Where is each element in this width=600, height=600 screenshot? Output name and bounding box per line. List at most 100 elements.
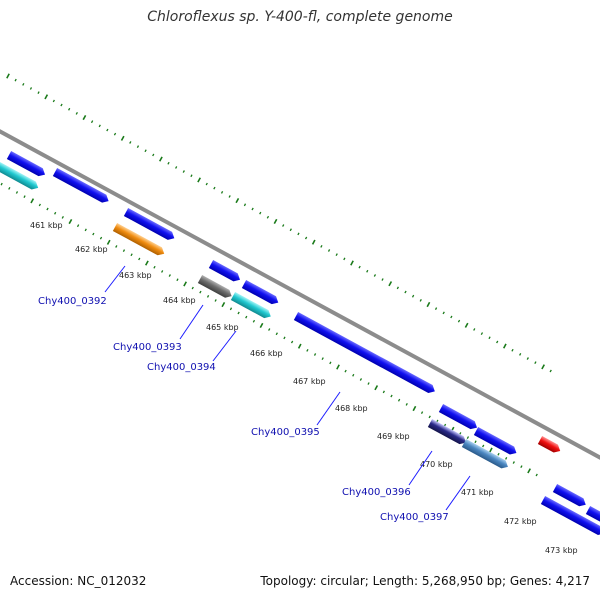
major-tick [541, 364, 546, 370]
major-tick [259, 322, 264, 328]
gene-track [0, 151, 600, 537]
gene-block[interactable] [585, 506, 600, 526]
minor-tick [168, 274, 171, 277]
minor-tick [205, 182, 208, 186]
minor-tick [99, 236, 103, 240]
gene-block[interactable] [293, 312, 437, 395]
minor-tick [359, 378, 363, 381]
gene-block[interactable] [552, 484, 588, 509]
kbp-label: 471 kbp [461, 488, 494, 497]
minor-tick [60, 103, 63, 107]
minor-tick [290, 340, 294, 344]
minor-tick [482, 444, 485, 448]
gene-block[interactable] [473, 427, 519, 457]
major-tick [297, 343, 302, 349]
gene-block[interactable] [208, 260, 242, 284]
minor-tick [237, 311, 240, 315]
gene-label-chy400-0395[interactable]: Chy400_0395 [251, 427, 320, 438]
minor-tick [61, 215, 64, 219]
gene-label-chy400-0393[interactable]: Chy400_0393 [113, 342, 182, 353]
major-tick [374, 385, 379, 391]
major-tick [68, 219, 73, 225]
kbp-label: 472 kbp [504, 517, 537, 526]
minor-tick [335, 253, 338, 257]
minor-tick [442, 311, 445, 315]
kbp-label: 463 kbp [119, 271, 152, 280]
minor-tick [404, 290, 407, 294]
minor-tick [534, 361, 537, 365]
kbp-label: 461 kbp [30, 221, 63, 230]
minor-tick [92, 232, 95, 236]
major-tick [488, 447, 493, 453]
gene-block[interactable] [540, 496, 600, 537]
minor-tick [175, 166, 178, 169]
major-tick [6, 73, 10, 79]
gene-block[interactable] [197, 275, 234, 300]
minor-tick [526, 357, 529, 360]
gene-block[interactable] [537, 436, 563, 455]
leader-line [408, 450, 433, 486]
gene-block[interactable] [230, 292, 273, 320]
gene-label-chy400-0397[interactable]: Chy400_0397 [380, 512, 449, 523]
minor-tick [0, 182, 3, 186]
minor-tick [419, 298, 422, 302]
minor-tick [366, 269, 369, 273]
gene-label-chy400-0394[interactable]: Chy400_0394 [147, 362, 216, 373]
gene-block[interactable] [461, 439, 510, 471]
minor-tick [191, 286, 194, 290]
major-tick [44, 94, 49, 100]
minor-tick [46, 207, 49, 211]
gene-label-chy400-0396[interactable]: Chy400_0396 [342, 487, 411, 498]
major-tick [527, 468, 532, 474]
minor-tick [344, 369, 347, 373]
minor-tick [434, 307, 438, 311]
major-tick [120, 135, 125, 141]
major-tick [350, 260, 354, 266]
outer-tick-ring [6, 73, 552, 373]
gene-block[interactable] [241, 280, 281, 307]
minor-tick [320, 244, 323, 248]
minor-tick [327, 249, 331, 252]
major-tick [388, 281, 393, 287]
leader-line [212, 330, 237, 362]
minor-tick [382, 390, 385, 394]
minor-tick [381, 278, 384, 281]
major-tick [158, 156, 163, 162]
gene-block[interactable] [427, 419, 468, 446]
leader-line [179, 304, 204, 340]
major-tick [82, 115, 87, 121]
minor-tick [367, 382, 370, 385]
gene-block[interactable] [438, 404, 479, 431]
minor-tick [259, 211, 262, 215]
minor-tick [488, 336, 491, 340]
minor-tick [535, 473, 538, 477]
gene-block[interactable] [6, 151, 47, 178]
minor-tick [480, 332, 484, 336]
minor-tick [411, 294, 415, 298]
minor-tick [122, 249, 126, 253]
minor-tick [457, 319, 461, 323]
gene-block[interactable] [52, 168, 111, 205]
minor-tick [268, 328, 271, 331]
kbp-ruler: 461 kbp 462 kbp 463 kbp 464 kbp 465 kbp … [30, 221, 578, 555]
minor-tick [90, 120, 94, 124]
minor-tick [54, 211, 57, 215]
minor-tick [549, 369, 552, 373]
minor-tick [306, 348, 309, 352]
minor-tick [343, 257, 346, 261]
minor-tick [466, 436, 470, 440]
kbp-label: 469 kbp [377, 432, 410, 441]
minor-tick [68, 107, 71, 111]
minor-tick [505, 456, 508, 460]
gene-block[interactable] [123, 208, 177, 242]
minor-tick [14, 78, 17, 82]
minor-tick [245, 315, 248, 319]
major-tick [144, 260, 149, 266]
minor-tick [98, 124, 101, 128]
gene-block[interactable] [112, 223, 167, 258]
minor-tick [313, 353, 317, 356]
genome-summary: Topology: circular; Length: 5,268,950 bp… [260, 574, 590, 588]
gene-block[interactable] [0, 161, 40, 192]
gene-label-chy400-0392[interactable]: Chy400_0392 [38, 296, 107, 307]
